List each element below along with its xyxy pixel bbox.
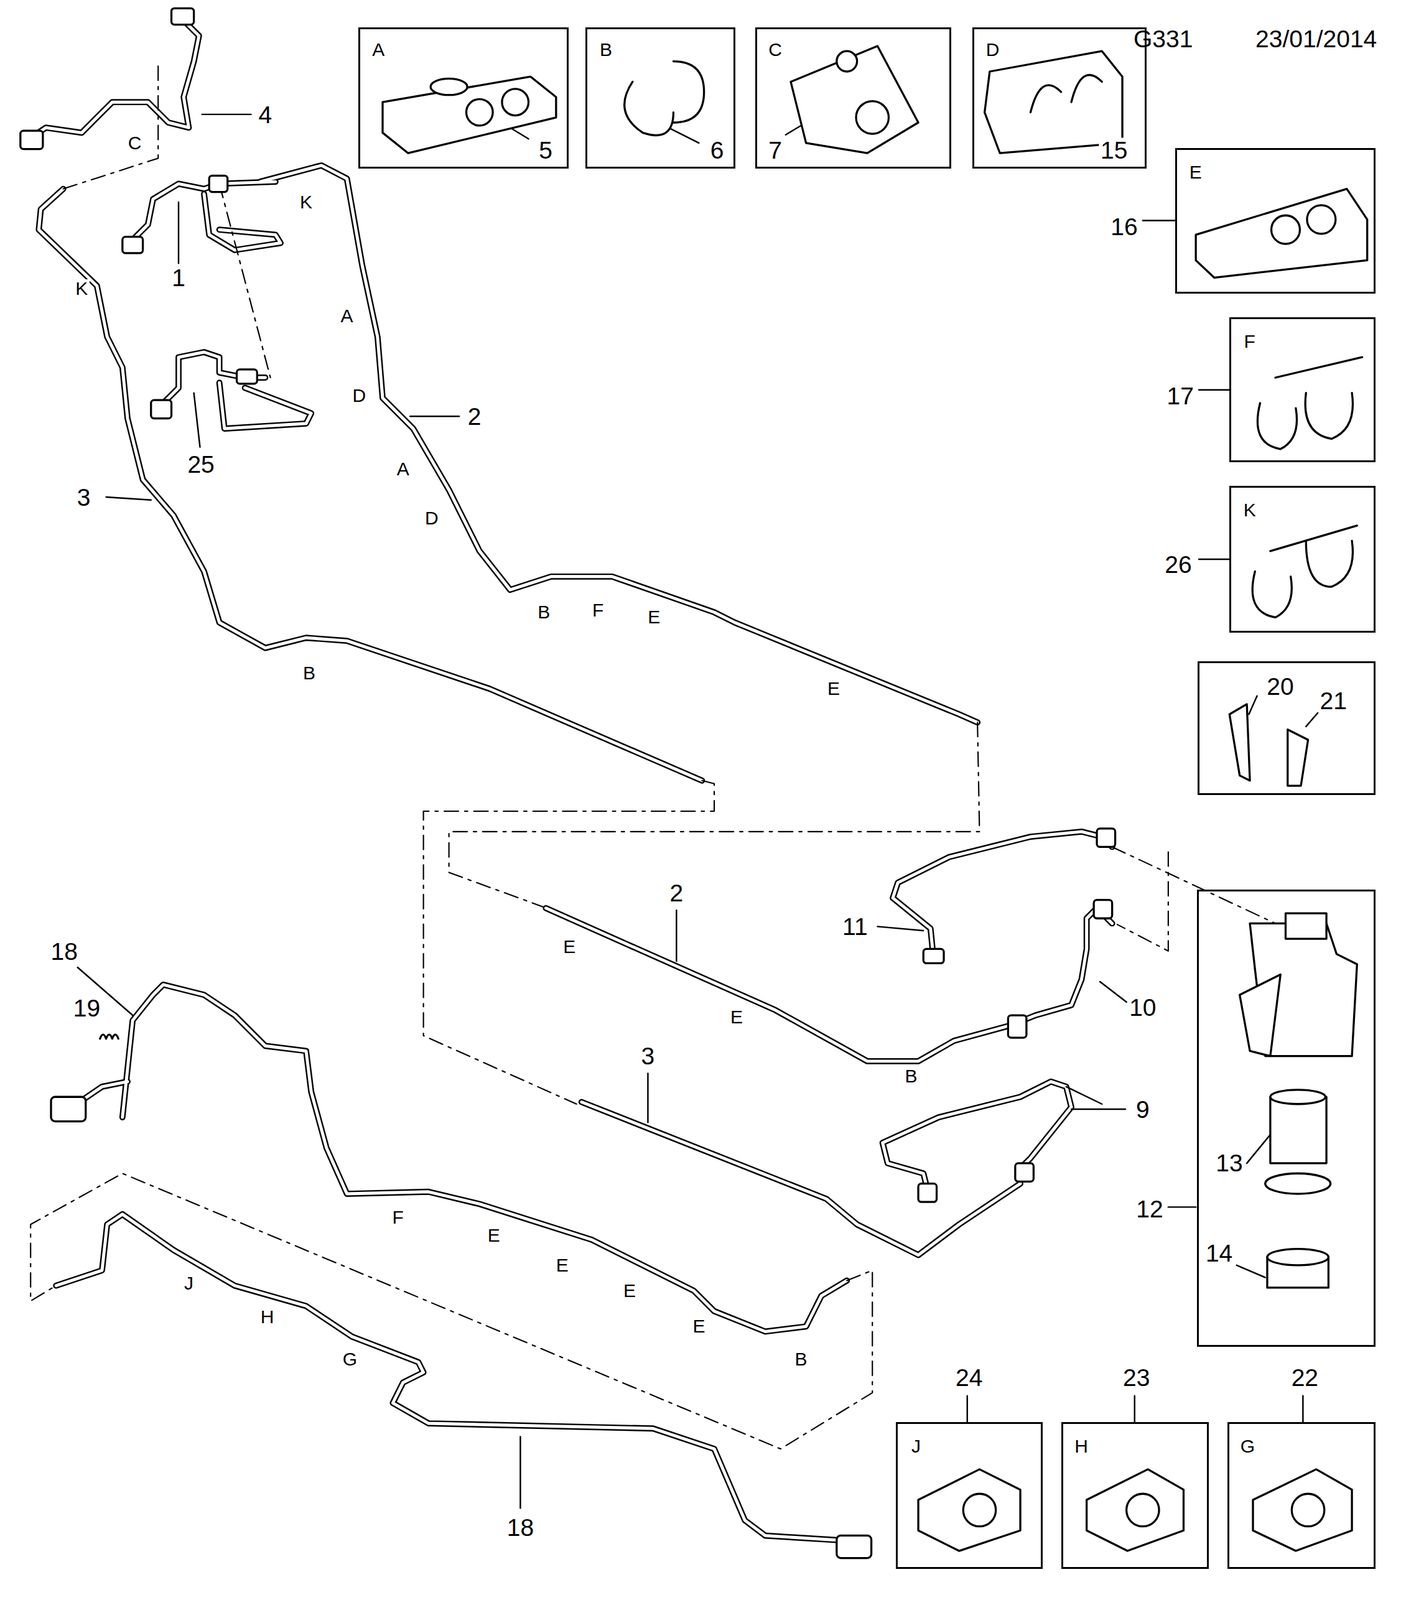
clip-letter: D [984,40,1002,60]
callout-number: 21 [1318,688,1349,713]
callout-number: G331 [1131,26,1195,52]
clip-letter: B [597,40,615,60]
part-inset-box: 24J [895,1422,1043,1569]
callout-number: 25 [185,452,216,477]
part-inset-box: B6 [585,27,736,168]
part-inset-box: 121314 [1196,889,1376,1347]
callout-number: 16 [1108,214,1140,239]
callout-number: 14 [1203,1240,1235,1265]
clip-letter: K [1241,500,1258,520]
callout-number: 5 [536,137,555,162]
callout-number: 12 [1134,1196,1165,1222]
clip-letter: F [1242,332,1258,351]
clip-letter: A [339,306,356,326]
clip-letter: H [258,1307,277,1327]
part-inset-box: 16E [1175,148,1375,295]
callout-number: 9 [1134,1096,1152,1122]
clip-letter: E [621,1281,638,1301]
clip-letter: K [297,192,315,212]
clip-letter: G [1238,1437,1257,1456]
connectors [20,8,1116,1558]
clip-letter: J [182,1274,196,1293]
clip-letter: B [903,1066,920,1086]
part-inset-box: C7 [755,27,952,168]
clip-letter: E [1187,162,1204,182]
callout-number: 2 [667,880,685,906]
clip-letter: E [645,607,662,627]
part-inset-box: 2021 [1197,661,1375,796]
continuation-lines [30,61,1276,1449]
callout-number: 7 [766,137,784,162]
callout-number: 4 [256,102,275,127]
clip-letter: B [301,663,318,683]
part-inset-box: D 15 [972,27,1147,168]
clip-drawings [382,46,1368,1551]
callout-number: 23 [1121,1364,1152,1390]
callout-number: 23/01/2014 [1253,26,1379,52]
callout-number: 3 [75,484,93,509]
part-inset-box: 22G [1227,1422,1376,1569]
clip-letter: A [395,459,412,479]
clip-letter: D [350,386,368,406]
clip-letter: C [766,40,784,60]
part-inset-box: 26K [1229,485,1376,633]
callout-number: 22 [1289,1364,1321,1390]
clip-letter: J [909,1437,923,1456]
clip-letter: A [370,40,387,60]
callout-number: 1 [169,265,188,290]
part-inset-box: 23H [1061,1422,1210,1569]
clip-letter: D [423,508,441,528]
clip-letter: H [1072,1437,1090,1456]
callout-number: 11 [840,914,870,939]
pipe-outline [30,15,1112,1550]
pipe-fill [30,15,1112,1550]
clip-letter: B [792,1350,809,1369]
clip-letter: E [728,1007,745,1027]
clip-letter: E [485,1226,503,1245]
part-inset-box: 17F [1229,317,1376,463]
clip-letter: E [690,1317,707,1336]
callout-number: 2 [465,404,484,429]
callout-number: 13 [1213,1150,1245,1176]
callout-number: 17 [1165,383,1196,409]
callout-number: 15 [1098,137,1130,162]
callout-number: 3 [639,1043,657,1069]
clip-letter: K [73,279,90,298]
callout-number: 10 [1127,994,1158,1020]
clip-letter: B [535,602,552,622]
callout-number: 19 [71,996,103,1021]
clip-letter: E [825,679,842,699]
clip-letter: F [590,600,606,620]
callout-number: 6 [708,137,727,162]
clip-letter: F [390,1208,406,1227]
part-inset-box: A5 [358,27,569,168]
clip-letter: E [554,1256,571,1275]
callout-number: 20 [1264,674,1296,699]
callout-number: 18 [49,938,80,964]
callout-number: 24 [953,1364,985,1390]
clip-letter: C [126,133,144,153]
leader-lines [77,112,1319,1509]
callout-number: 26 [1162,551,1194,577]
callout-number: 18 [505,1515,536,1540]
clip-letter: G [340,1350,359,1369]
clip-letter: E [561,937,578,957]
